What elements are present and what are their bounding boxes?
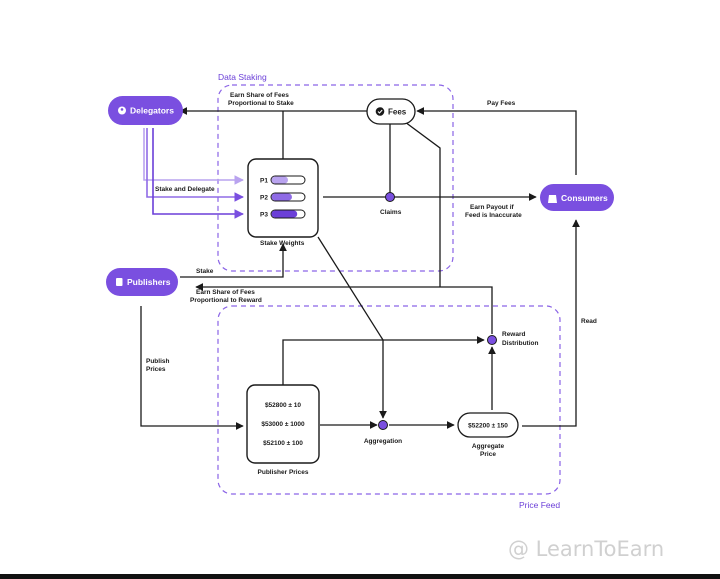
edge-delegate-p1 xyxy=(143,128,244,185)
stake-weight-bar-3 xyxy=(271,210,298,218)
edge-weights-to-aggregation xyxy=(317,236,387,419)
edge-pay-fees xyxy=(416,107,577,175)
edge-delegate-p3 xyxy=(152,128,244,219)
label-publish-2: Prices xyxy=(146,366,166,373)
label-pay-fees: Pay Fees xyxy=(487,100,516,107)
data-staking-group xyxy=(217,84,454,272)
aggregate-price-box[interactable] xyxy=(457,412,519,438)
edge-fees-to-reward xyxy=(404,121,441,287)
label-earn-payout-1: Earn Payout if xyxy=(470,204,515,211)
aggregation-label: Aggregation xyxy=(364,438,402,445)
label-stake: Stake xyxy=(196,268,214,275)
label-earn-share-reward-1: Earn Share of Fees xyxy=(196,289,255,296)
reward-distribution-node[interactable] xyxy=(487,335,497,345)
edge-prices-to-reward xyxy=(282,336,485,385)
publisher-prices-box[interactable] xyxy=(246,384,320,464)
aggregate-price-title-2: Price xyxy=(480,451,496,458)
stake-weight-label-2: P2 xyxy=(260,195,268,202)
edge-earn-share-reward xyxy=(195,283,493,334)
aggregate-price-value: $52200 ± 150 xyxy=(468,423,508,430)
fees-node[interactable]: Fees xyxy=(366,98,416,125)
consumers-node[interactable]: Consumers xyxy=(540,184,614,211)
stake-weights-title: Stake Weights xyxy=(260,240,305,247)
claims-node[interactable] xyxy=(385,192,395,202)
bag-icon xyxy=(548,195,557,203)
publisher-price-1: $52800 ± 10 xyxy=(265,402,301,409)
label-earn-payout-2: Feed is Inaccurate xyxy=(465,212,522,219)
aggregation-node[interactable] xyxy=(378,420,388,430)
document-icon xyxy=(116,278,123,286)
price-feed-label: Price Feed xyxy=(519,500,560,510)
stake-weight-bar-1 xyxy=(271,176,288,184)
publisher-prices-title: Publisher Prices xyxy=(258,469,309,476)
delegators-node[interactable]: Delegators xyxy=(108,96,183,125)
label-earn-share-stake-1: Earn Share of Fees xyxy=(230,92,289,99)
label-read: Read xyxy=(581,318,597,325)
bottom-bar xyxy=(0,574,720,579)
data-staking-label: Data Staking xyxy=(218,72,267,82)
label-publish-1: Publish xyxy=(146,358,170,365)
label-stake-and-delegate: Stake and Delegate xyxy=(155,186,215,193)
delegators-label: Delegators xyxy=(130,106,174,116)
publishers-label: Publishers xyxy=(127,277,171,287)
reward-distribution-label-2: Distribution xyxy=(502,340,538,347)
stake-weight-bar-2 xyxy=(271,193,292,201)
label-earn-share-stake-2: Proportional to Stake xyxy=(228,100,294,107)
check-icon xyxy=(375,107,385,116)
edge-publisher-stake xyxy=(180,243,287,278)
fees-label: Fees xyxy=(388,108,407,117)
edge-delegate-p2 xyxy=(146,128,244,202)
label-earn-share-reward-2: Proportional to Reward xyxy=(190,297,262,304)
publisher-price-2: $53000 ± 1000 xyxy=(261,421,305,428)
reward-distribution-label-1: Reward xyxy=(502,331,526,338)
publisher-price-3: $52100 ± 100 xyxy=(263,440,303,447)
consumers-label: Consumers xyxy=(561,193,608,203)
publishers-node[interactable]: Publishers xyxy=(106,268,178,296)
stake-weight-label-3: P3 xyxy=(260,212,268,219)
edge-publish-prices xyxy=(140,306,244,430)
stake-weight-label-1: P1 xyxy=(260,178,268,185)
price-feed-group xyxy=(217,305,561,495)
watermark: @ LearnToEarn xyxy=(508,537,665,561)
edge-read xyxy=(522,219,580,427)
aggregate-price-title-1: Aggregate xyxy=(472,443,505,450)
claims-label: Claims xyxy=(380,209,402,216)
